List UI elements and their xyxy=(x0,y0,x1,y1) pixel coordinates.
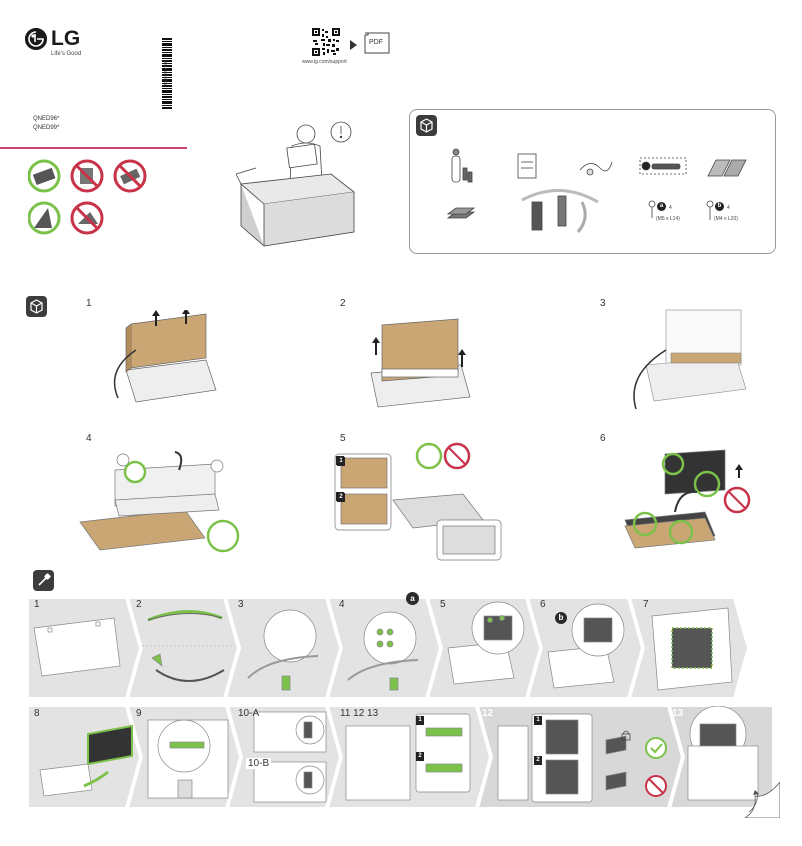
assembly-step-4-label: 4 xyxy=(339,599,345,610)
lg-logo: LG xyxy=(25,27,80,51)
substep-2-badge: 2 xyxy=(416,752,424,761)
assembly-step-1-label: 1 xyxy=(34,599,40,610)
assembly-step-2-label: 2 xyxy=(136,599,142,610)
assembly-step-5-label: 5 xyxy=(440,599,446,610)
assembly-step-3-label: 3 xyxy=(238,599,244,610)
substep-2-num: 2 xyxy=(418,753,422,759)
unpack-sub-2-num: 2 xyxy=(339,494,343,500)
screw-a-size: (M5 x L14) xyxy=(656,216,680,222)
assembly-step-7-label: 7 xyxy=(643,599,649,610)
page-curl-icon[interactable] xyxy=(745,782,780,818)
unpack-step-5-illustration xyxy=(334,442,502,561)
handling-icons xyxy=(28,159,147,235)
assembly-row-1-band xyxy=(28,598,748,698)
screw-b-marker: b xyxy=(715,202,724,211)
unpack-step-5-sub-1: 1 xyxy=(337,457,345,466)
screw-b-size: (M4 x L20) xyxy=(714,216,738,222)
model-number-2: QNED99* xyxy=(33,125,60,131)
substep-1-badge: 1 xyxy=(416,716,424,725)
unpack-step-6-label: 6 xyxy=(600,433,606,444)
unpack-step-3-illustration xyxy=(633,309,747,410)
step-4-screw-a-marker: a xyxy=(406,592,419,605)
lg-logo-text: LG xyxy=(51,27,81,50)
assembly-step-12-label: 12 xyxy=(482,708,494,719)
screw-a-marker: a xyxy=(657,202,666,211)
brand-tagline: Life's Good xyxy=(51,51,82,57)
pdf-label: PDF xyxy=(369,39,383,46)
step12-substep-2-badge: 2 xyxy=(534,756,542,765)
assembly-step-11-12-13-label: 11 12 13 xyxy=(340,708,379,719)
unpack-step-1-label: 1 xyxy=(86,298,92,309)
section-divider xyxy=(0,147,187,149)
screwdriver-icon xyxy=(33,570,54,591)
unpack-step-2-illustration xyxy=(370,318,471,408)
unpack-step-5-label: 5 xyxy=(340,433,346,444)
step-6-marker-letter: b xyxy=(558,613,564,622)
model-number-1: QNED96* xyxy=(33,116,60,122)
assembly-step-6-label: 6 xyxy=(540,599,546,610)
unbox-warning-illustration xyxy=(236,121,355,247)
unpack-step-4-label: 4 xyxy=(86,433,92,444)
unpack-step-6-illustration xyxy=(624,449,751,549)
assembly-step-13-label: 13 xyxy=(672,708,684,719)
unpack-step-3-label: 3 xyxy=(600,298,606,309)
unpack-step-4-illustration xyxy=(79,451,240,553)
unpack-step-1-illustration xyxy=(113,310,217,403)
step12-substep-1-num: 1 xyxy=(536,717,540,723)
accessory-items xyxy=(446,148,747,233)
unpack-step-2-label: 2 xyxy=(340,298,346,309)
box-icon xyxy=(416,115,437,136)
unpack-step-5-sub-2: 2 xyxy=(337,493,345,502)
substep-1-num: 1 xyxy=(418,717,422,723)
assembly-row-2-band xyxy=(28,706,773,808)
box-icon xyxy=(26,296,47,317)
step12-substep-1-badge: 1 xyxy=(534,716,542,725)
accessories-panel xyxy=(409,109,776,254)
step-6-screw-b-marker: b xyxy=(555,612,567,624)
assembly-step-9-label: 9 xyxy=(136,708,142,719)
assembly-step-10a-label: 10-A xyxy=(238,708,260,719)
screw-b-count: 4 xyxy=(727,205,730,211)
lock-icon xyxy=(621,730,631,741)
unpack-sub-1-num: 1 xyxy=(339,458,343,464)
screw-a-letter: a xyxy=(659,203,664,209)
screw-b-letter: b xyxy=(717,203,722,209)
screw-a-count: 4 xyxy=(669,205,672,211)
lg-logo-icon xyxy=(25,28,47,50)
pdf-icon[interactable] xyxy=(364,32,390,59)
assembly-step-10b-label: 10-B xyxy=(246,758,272,769)
assembly-step-8-label: 8 xyxy=(34,708,40,719)
qr-code-icon[interactable] xyxy=(312,28,340,61)
barcode xyxy=(162,38,190,115)
support-url[interactable]: www.lg.com/support xyxy=(302,59,347,65)
step-4-marker-letter: a xyxy=(410,594,415,603)
step12-substep-2-num: 2 xyxy=(536,757,540,763)
barcode-number: MFL71828821 xyxy=(163,60,168,86)
triangle-right-icon xyxy=(350,40,357,50)
